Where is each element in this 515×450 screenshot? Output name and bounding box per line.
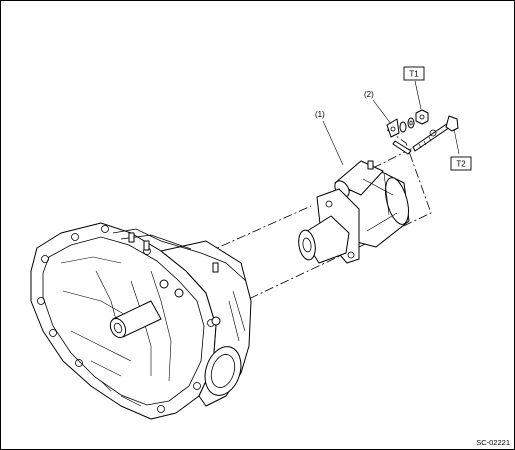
callout-starter-motor: (1) [315, 110, 325, 119]
bracket [386, 118, 400, 138]
torque-label-t2: T2 [450, 156, 472, 171]
torque-label-t2-text: T2 [456, 160, 466, 169]
bolt [392, 115, 459, 155]
starter-motor [298, 160, 410, 264]
washer-set [399, 117, 415, 133]
leader-lines [322, 80, 460, 166]
figure-code: SC-02221 [476, 438, 510, 447]
callout-bracket: (2) [364, 90, 374, 99]
transmission-housing [30, 222, 252, 420]
nut [415, 109, 429, 125]
torque-label-t1-text: T1 [409, 70, 419, 79]
torque-label-t1: T1 [403, 66, 425, 81]
